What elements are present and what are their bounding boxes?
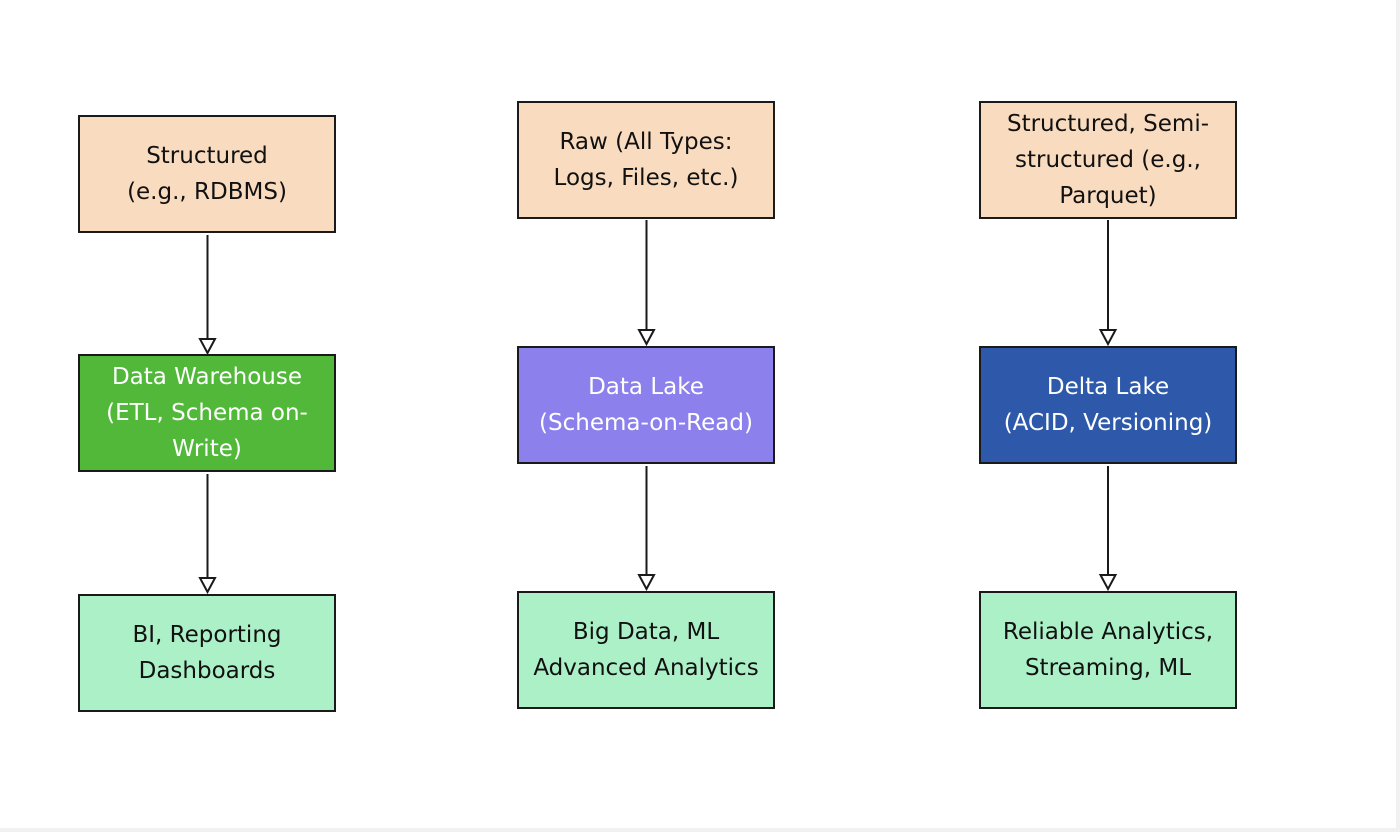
warehouse-source-label: Structured (e.g., RDBMS) [127, 143, 287, 205]
warehouse-source-node: Structured (e.g., RDBMS) [78, 115, 336, 233]
lake-outcome-label: Big Data, ML Advanced Analytics [533, 619, 759, 681]
delta-source-node: Structured, Semi- structured (e.g., Parq… [979, 101, 1237, 219]
arrow-source-to-lake [637, 220, 656, 347]
lake-outcome-node: Big Data, ML Advanced Analytics [517, 591, 775, 709]
warehouse-outcome-label: BI, Reporting Dashboards [132, 622, 282, 684]
data-warehouse-label: Data Warehouse (ETL, Schema on- Write) [106, 364, 308, 462]
data-lake-node: Data Lake (Schema-on-Read) [517, 346, 775, 464]
delta-source-label: Structured, Semi- structured (e.g., Parq… [1006, 111, 1210, 209]
arrow-source-to-warehouse [198, 235, 217, 356]
data-warehouse-node: Data Warehouse (ETL, Schema on- Write) [78, 354, 336, 472]
delta-outcome-label: Reliable Analytics, Streaming, ML [1002, 619, 1214, 681]
warehouse-outcome-node: BI, Reporting Dashboards [78, 594, 336, 712]
arrow-lake-to-outcome [637, 466, 656, 592]
canvas-bottom-edge [0, 828, 1400, 832]
canvas-right-edge [1396, 0, 1400, 832]
delta-outcome-node: Reliable Analytics, Streaming, ML [979, 591, 1237, 709]
delta-lake-node: Delta Lake (ACID, Versioning) [979, 346, 1237, 464]
data-lake-label: Data Lake (Schema-on-Read) [539, 374, 753, 436]
delta-lake-label: Delta Lake (ACID, Versioning) [1003, 374, 1213, 436]
lake-source-label: Raw (All Types: Logs, Files, etc.) [553, 129, 739, 191]
arrow-source-to-delta [1098, 220, 1118, 347]
arrow-warehouse-to-outcome [198, 474, 217, 595]
lake-source-node: Raw (All Types: Logs, Files, etc.) [517, 101, 775, 219]
arrow-delta-to-outcome [1098, 466, 1118, 592]
